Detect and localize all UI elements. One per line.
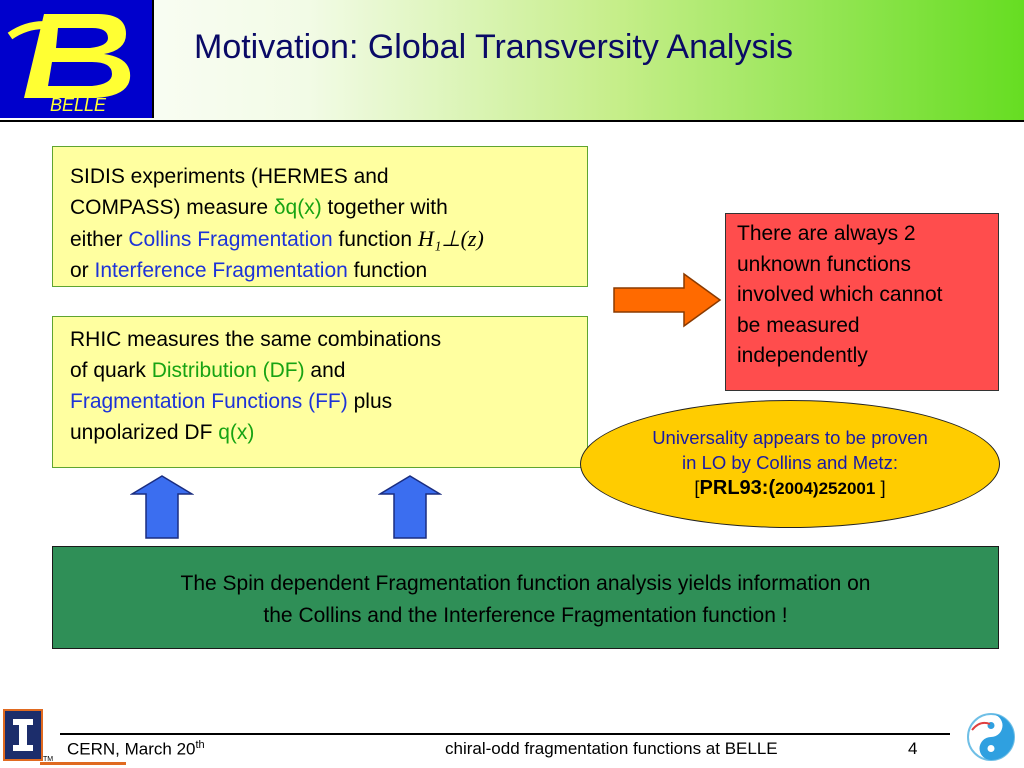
orange-right-arrow-icon <box>613 272 722 328</box>
rhic-line-4: unpolarized DF q(x) <box>70 421 255 444</box>
summary-box: The Spin dependent Fragmentation functio… <box>52 546 999 649</box>
unknown-line-2: unknown functions <box>737 252 911 276</box>
belle-logo: BELLE <box>0 0 154 118</box>
universality-line-2: in LO by Collins and Metz: <box>682 452 898 473</box>
blue-up-arrow-icon <box>378 475 442 539</box>
unknown-line-5: independently <box>737 344 868 367</box>
page-number: 4 <box>908 739 918 758</box>
rhic-box: RHIC measures the same combinations of q… <box>52 316 588 468</box>
svg-text:BELLE: BELLE <box>50 95 107 115</box>
blue-up-arrow-icon <box>130 475 194 539</box>
footer-underline-orange <box>40 762 126 765</box>
universality-line-3: [PRL93:(2004)252001 ] <box>694 477 886 499</box>
rhic-line-1: RHIC measures the same combinations <box>70 328 442 351</box>
slide-header: BELLE Motivation: Global Transversity An… <box>0 0 1024 122</box>
footer-location: CERN, March 20th <box>67 739 205 759</box>
unknown-line-1: There are always 2 <box>737 222 916 245</box>
summary-line-2: the Collins and the Interference Fragmen… <box>263 604 788 627</box>
belle-b-icon: BELLE <box>7 14 131 115</box>
universality-ellipse: Universality appears to be proven in LO … <box>580 400 1000 528</box>
slide-title: Motivation: Global Transversity Analysis <box>194 28 794 66</box>
illinois-tm: TM <box>43 756 54 763</box>
yin-yang-logo-icon <box>967 713 1015 761</box>
footer-divider <box>60 733 950 735</box>
sidis-line-4: or Interference Fragmentation function <box>70 259 428 282</box>
sidis-line-3: either Collins Fragmentation function H₁… <box>70 226 484 251</box>
rhic-line-2: of quark Distribution (DF) and <box>70 359 346 382</box>
collins-formula: H₁⊥(z) <box>417 226 484 251</box>
unknown-line-3: involved which cannot <box>737 283 943 306</box>
rhic-line-3: Fragmentation Functions (FF) plus <box>70 390 393 413</box>
illinois-i-icon <box>13 719 33 751</box>
sidis-line-1: SIDIS experiments (HERMES and <box>70 165 389 188</box>
summary-line-1: The Spin dependent Fragmentation functio… <box>180 572 871 595</box>
unknown-line-4: be measured <box>737 313 860 337</box>
sidis-box: SIDIS experiments (HERMES and COMPASS) m… <box>52 146 588 287</box>
unknown-functions-box: There are always 2 unknown functions inv… <box>725 213 999 391</box>
footer-topic: chiral-odd fragmentation functions at BE… <box>445 739 778 758</box>
illinois-logo <box>3 709 43 761</box>
sidis-line-2: COMPASS) measure δq(x) together with <box>70 196 448 219</box>
universality-line-1: Universality appears to be proven <box>652 427 928 448</box>
